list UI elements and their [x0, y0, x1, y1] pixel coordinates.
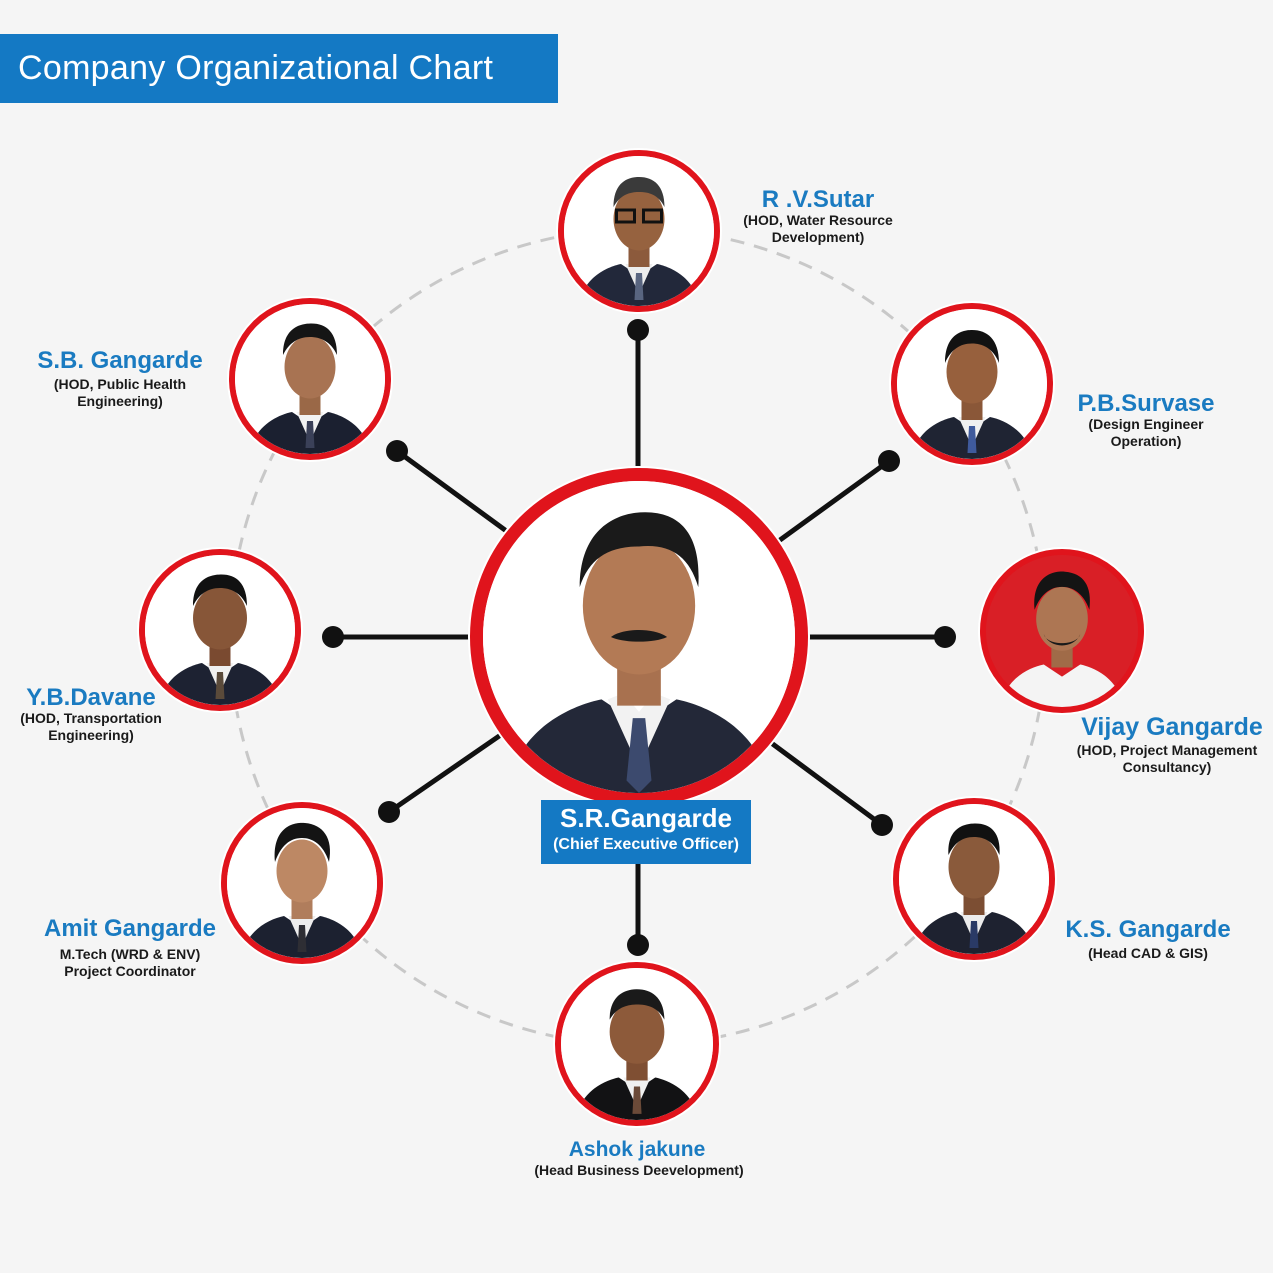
member-name-pb-survase: P.B.Survase: [1077, 390, 1215, 417]
ceo-role: (Chief Executive Officer): [553, 836, 739, 853]
member-photo-ks-gangarde: [893, 798, 1055, 960]
person-portrait-icon: [561, 968, 713, 1120]
connector-dot-bottom: [627, 934, 649, 956]
connector-dot-right: [934, 626, 956, 648]
connector-dot-left: [322, 626, 344, 648]
member-name-amit-gangarde: Amit Gangarde: [43, 915, 217, 942]
ceo-name: S.R.Gangarde: [560, 803, 732, 833]
person-portrait-icon: [227, 808, 377, 958]
member-photo-rv-sutar: [558, 150, 720, 312]
member-photo-yb-davane: [139, 549, 301, 711]
connector-dot-bottom-right: [871, 814, 893, 836]
member-photo-pb-survase: [891, 303, 1053, 465]
person-portrait-icon: [897, 309, 1047, 459]
connector-lines: [330, 327, 948, 948]
person-portrait-icon: [986, 555, 1138, 707]
connector-top-left: [394, 448, 508, 533]
person-portrait-icon: [564, 156, 714, 306]
connector-dot-top: [627, 319, 649, 341]
member-role-ashok-jakune: (Head Business Deevelopment): [534, 1162, 744, 1178]
member-role-vijay-gangarde: (HOD, Project Management Consultancy): [1076, 742, 1258, 775]
member-name-ks-gangarde: K.S. Gangarde: [1065, 916, 1231, 943]
ceo-photo: [470, 468, 808, 806]
member-name-ashok-jakune: Ashok jakune: [568, 1138, 706, 1161]
member-photo-amit-gangarde: [221, 802, 383, 964]
member-role-pb-survase: (Design Engineer Operation): [1088, 416, 1204, 449]
person-portrait-icon: [899, 804, 1049, 954]
member-name-vijay-gangarde: Vijay Gangarde: [1081, 713, 1263, 741]
connector-bottom-right: [767, 739, 885, 828]
member-photo-vijay-gangarde: [980, 549, 1144, 713]
member-role-ks-gangarde: (Head CAD & GIS): [1088, 945, 1208, 961]
ceo-label: S.R.Gangarde (Chief Executive Officer): [541, 800, 751, 864]
connector-dots: [322, 319, 956, 956]
person-portrait-icon: [483, 481, 795, 793]
member-name-sb-gangarde: S.B. Gangarde: [37, 347, 203, 374]
member-name-yb-davane: Y.B.Davane: [26, 684, 156, 711]
connector-dot-bottom-left: [378, 801, 400, 823]
member-name-rv-sutar: R .V.Sutar: [761, 186, 875, 213]
connector-dot-top-right: [878, 450, 900, 472]
member-role-sb-gangarde: (HOD, Public Health Engineering): [53, 376, 187, 409]
member-role-rv-sutar: (HOD, Water Resource Development): [743, 212, 893, 245]
connector-dot-top-left: [386, 440, 408, 462]
member-photo-sb-gangarde: [229, 298, 391, 460]
member-role-amit-gangarde: M.Tech (WRD & ENV) Project Coordinator: [59, 946, 201, 979]
member-role-yb-davane: (HOD, Transportation Engineering): [20, 710, 162, 743]
connector-bottom-left: [386, 729, 508, 815]
connector-top-right: [777, 458, 892, 543]
person-portrait-icon: [145, 555, 295, 705]
person-portrait-icon: [235, 304, 385, 454]
page-title: Company Organizational Chart: [0, 34, 558, 103]
member-photo-ashok-jakune: [555, 962, 719, 1126]
